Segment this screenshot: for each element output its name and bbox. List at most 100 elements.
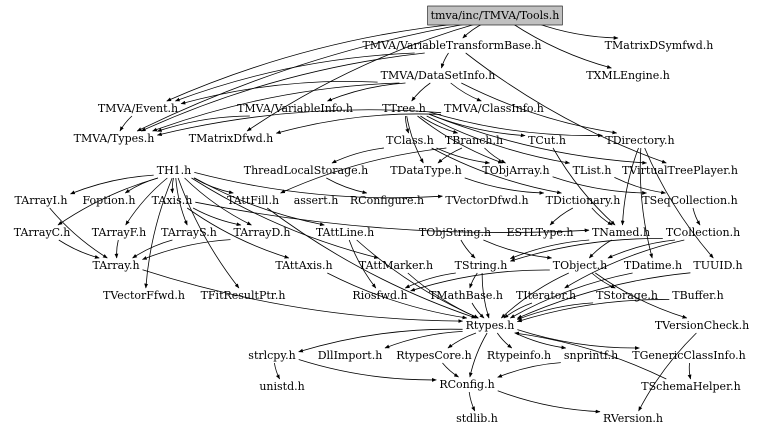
node-estltype[interactable]: ESTLType.h — [507, 226, 574, 239]
node-tdict[interactable]: TDictionary.h — [546, 194, 621, 207]
node-classinfo[interactable]: TMVA/ClassInfo.h — [444, 102, 544, 115]
edge-ttree-to-tcut — [428, 113, 526, 138]
node-label: TAttFill.h — [227, 194, 279, 207]
node-tbranch[interactable]: TBranch.h — [445, 134, 503, 147]
node-label: TArrayD.h — [234, 226, 291, 239]
node-assert[interactable]: assert.h — [294, 194, 339, 207]
node-unistd[interactable]: unistd.h — [259, 380, 304, 393]
node-label: snprintf.h — [564, 349, 618, 362]
node-tuuid[interactable]: TUUID.h — [693, 259, 742, 272]
edge-tseqcoll-to-tcoll — [692, 207, 701, 226]
edge-ttree-to-tclass — [405, 115, 409, 134]
node-tarrayi[interactable]: TArrayI.h — [15, 194, 68, 207]
node-rversion[interactable]: RVersion.h — [603, 412, 663, 425]
node-tvffwd[interactable]: TVectorFfwd.h — [103, 289, 185, 302]
edge-tobject-to-rtypes — [500, 272, 569, 319]
edge-tattfill-to-rtypes — [266, 207, 477, 319]
node-rtypescore[interactable]: RtypesCore.h — [396, 349, 472, 362]
node-tcoll[interactable]: TCollection.h — [666, 226, 740, 239]
edge-tcoll-to-tobject — [607, 239, 676, 259]
node-riosfwd[interactable]: Riosfwd.h — [352, 289, 407, 302]
node-tools[interactable]: tmva/inc/TMVA/Tools.h — [427, 5, 563, 26]
node-snprintf[interactable]: snprintf.h — [564, 349, 618, 362]
edge-classinfo-to-types — [156, 109, 442, 136]
node-dsi[interactable]: TMVA/DataSetInfo.h — [381, 69, 496, 82]
node-tarrays[interactable]: TArrayS.h — [161, 226, 217, 239]
node-tnamed[interactable]: TNamed.h — [592, 226, 650, 239]
node-xml[interactable]: TXMLEngine.h — [586, 69, 670, 82]
node-label: Riosfwd.h — [352, 289, 407, 302]
node-tattfill[interactable]: TAttFill.h — [227, 194, 279, 207]
node-tgci[interactable]: TGenericClassInfo.h — [632, 349, 745, 362]
node-tattaxis[interactable]: TAttAxis.h — [275, 259, 332, 272]
node-tobjstring[interactable]: TObjString.h — [419, 226, 491, 239]
node-label: RVersion.h — [603, 412, 663, 425]
node-label: TStorage.h — [596, 289, 658, 302]
node-tobject[interactable]: TObject.h — [553, 259, 607, 272]
node-label: TMVA/DataSetInfo.h — [381, 69, 496, 82]
node-rconfig[interactable]: RConfig.h — [439, 378, 494, 391]
node-tmathbase[interactable]: TMathBase.h — [429, 289, 503, 302]
node-label: TVectorDfwd.h — [445, 194, 528, 207]
node-tobjarray[interactable]: TObjArray.h — [482, 164, 549, 177]
node-tseqcoll[interactable]: TSeqCollection.h — [642, 194, 737, 207]
edge-tools-to-tmdsf — [535, 22, 619, 40]
edge-dsi-to-types — [152, 82, 400, 132]
edge-strlcpy-to-unistd — [274, 362, 280, 380]
node-dllimport[interactable]: DllImport.h — [318, 349, 383, 362]
node-tclass[interactable]: TClass.h — [386, 134, 434, 147]
node-tarrayf[interactable]: TArrayF.h — [92, 226, 146, 239]
edge-th1-to-tvffwd — [144, 177, 173, 289]
node-rconfigure[interactable]: RConfigure.h — [350, 194, 424, 207]
node-tvtp[interactable]: TVirtualTreePlayer.h — [622, 164, 738, 177]
node-tfrp[interactable]: TFitResultPtr.h — [201, 289, 286, 302]
node-tarray[interactable]: TArray.h — [92, 259, 139, 272]
edge-rconfig-to-stdlib — [468, 391, 476, 412]
node-tls[interactable]: ThreadLocalStorage.h — [244, 164, 368, 177]
node-vtb[interactable]: TMVA/VariableTransformBase.h — [363, 39, 542, 52]
node-tbuffer[interactable]: TBuffer.h — [672, 289, 723, 302]
node-tattline[interactable]: TAttLine.h — [316, 226, 374, 239]
node-titer[interactable]: TIterator.h — [516, 289, 576, 302]
edge-th1-to-tfrp — [177, 177, 240, 289]
node-tarrayc[interactable]: TArrayC.h — [14, 226, 71, 239]
edge-th1-to-tarrayd — [184, 177, 252, 226]
node-tlist[interactable]: TList.h — [573, 164, 612, 177]
node-tmdfwd[interactable]: TMatrixDfwd.h — [189, 132, 274, 145]
node-foption[interactable]: Foption.h — [83, 194, 136, 207]
edge-tobject-to-tstorage — [591, 272, 616, 289]
node-label: unistd.h — [259, 380, 304, 393]
node-label: TMVA/Types.h — [74, 132, 155, 145]
node-rtypeinfo[interactable]: Rtypeinfo.h — [487, 349, 551, 362]
node-tschema[interactable]: TSchemaHelper.h — [641, 380, 740, 393]
node-label: TMVA/ClassInfo.h — [444, 102, 544, 115]
node-tdatatype[interactable]: TDataType.h — [390, 164, 461, 177]
node-tvdfwd[interactable]: TVectorDfwd.h — [445, 194, 528, 207]
edge-tattline-to-riosfwd — [348, 239, 377, 289]
node-tstring[interactable]: TString.h — [455, 259, 508, 272]
node-tstorage[interactable]: TStorage.h — [596, 289, 658, 302]
node-label: TGenericClassInfo.h — [632, 349, 745, 362]
node-strlcpy[interactable]: strlcpy.h — [248, 349, 295, 362]
node-label: ThreadLocalStorage.h — [244, 164, 368, 177]
node-rtypes[interactable]: Rtypes.h — [466, 319, 515, 332]
edge-tbranch-to-tattfill — [280, 147, 447, 194]
node-tattmarker[interactable]: TAttMarker.h — [359, 259, 433, 272]
node-taxis[interactable]: TAxis.h — [152, 194, 193, 207]
node-tdatime[interactable]: TDatime.h — [624, 259, 682, 272]
node-ttree[interactable]: TTree.h — [382, 102, 426, 115]
node-stdlib[interactable]: stdlib.h — [456, 412, 498, 425]
edge-th1-to-tarrayf — [125, 177, 168, 226]
node-tmdsf[interactable]: TMatrixDSymfwd.h — [605, 39, 714, 52]
node-tcut[interactable]: TCut.h — [528, 134, 566, 147]
node-tvcheck[interactable]: TVersionCheck.h — [655, 319, 749, 332]
node-tarrayd[interactable]: TArrayD.h — [234, 226, 291, 239]
node-varinfo[interactable]: TMVA/VariableInfo.h — [237, 102, 353, 115]
node-tdir[interactable]: TDirectory.h — [605, 134, 674, 147]
edge-tdir-to-tuuid — [644, 147, 714, 259]
node-event[interactable]: TMVA/Event.h — [98, 102, 178, 115]
node-types[interactable]: TMVA/Types.h — [74, 132, 155, 145]
node-th1[interactable]: TH1.h — [157, 164, 192, 177]
edge-tarray-to-rtypes — [142, 269, 464, 323]
edge-ttree-to-tdir — [428, 111, 603, 138]
